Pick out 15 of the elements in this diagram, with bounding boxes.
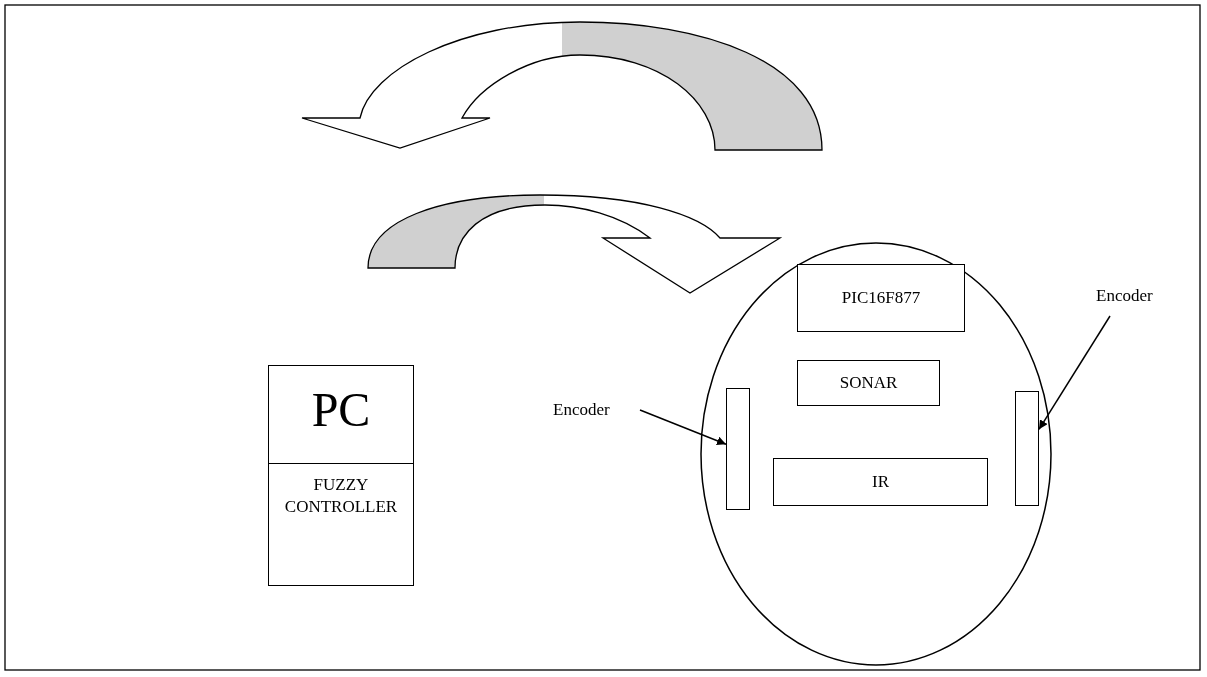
robot-body-circle bbox=[700, 242, 1052, 666]
arrow bbox=[639, 409, 727, 446]
curved-block-arrow bbox=[301, 21, 823, 151]
curved-block-arrow bbox=[367, 194, 781, 294]
arrow bbox=[1038, 315, 1111, 431]
computer-box bbox=[268, 365, 414, 586]
vertical-bar bbox=[726, 388, 750, 510]
component-box: IR bbox=[773, 458, 988, 506]
callout-label: Encoder bbox=[1096, 286, 1153, 306]
box-text: FUZZY CONTROLLER bbox=[283, 474, 399, 518]
vertical-bar bbox=[1015, 391, 1039, 506]
box-heading: PC bbox=[310, 382, 372, 438]
component-box: SONAR bbox=[797, 360, 940, 406]
component-box: PIC16F877 bbox=[797, 264, 965, 332]
callout-label: Encoder bbox=[553, 400, 610, 420]
